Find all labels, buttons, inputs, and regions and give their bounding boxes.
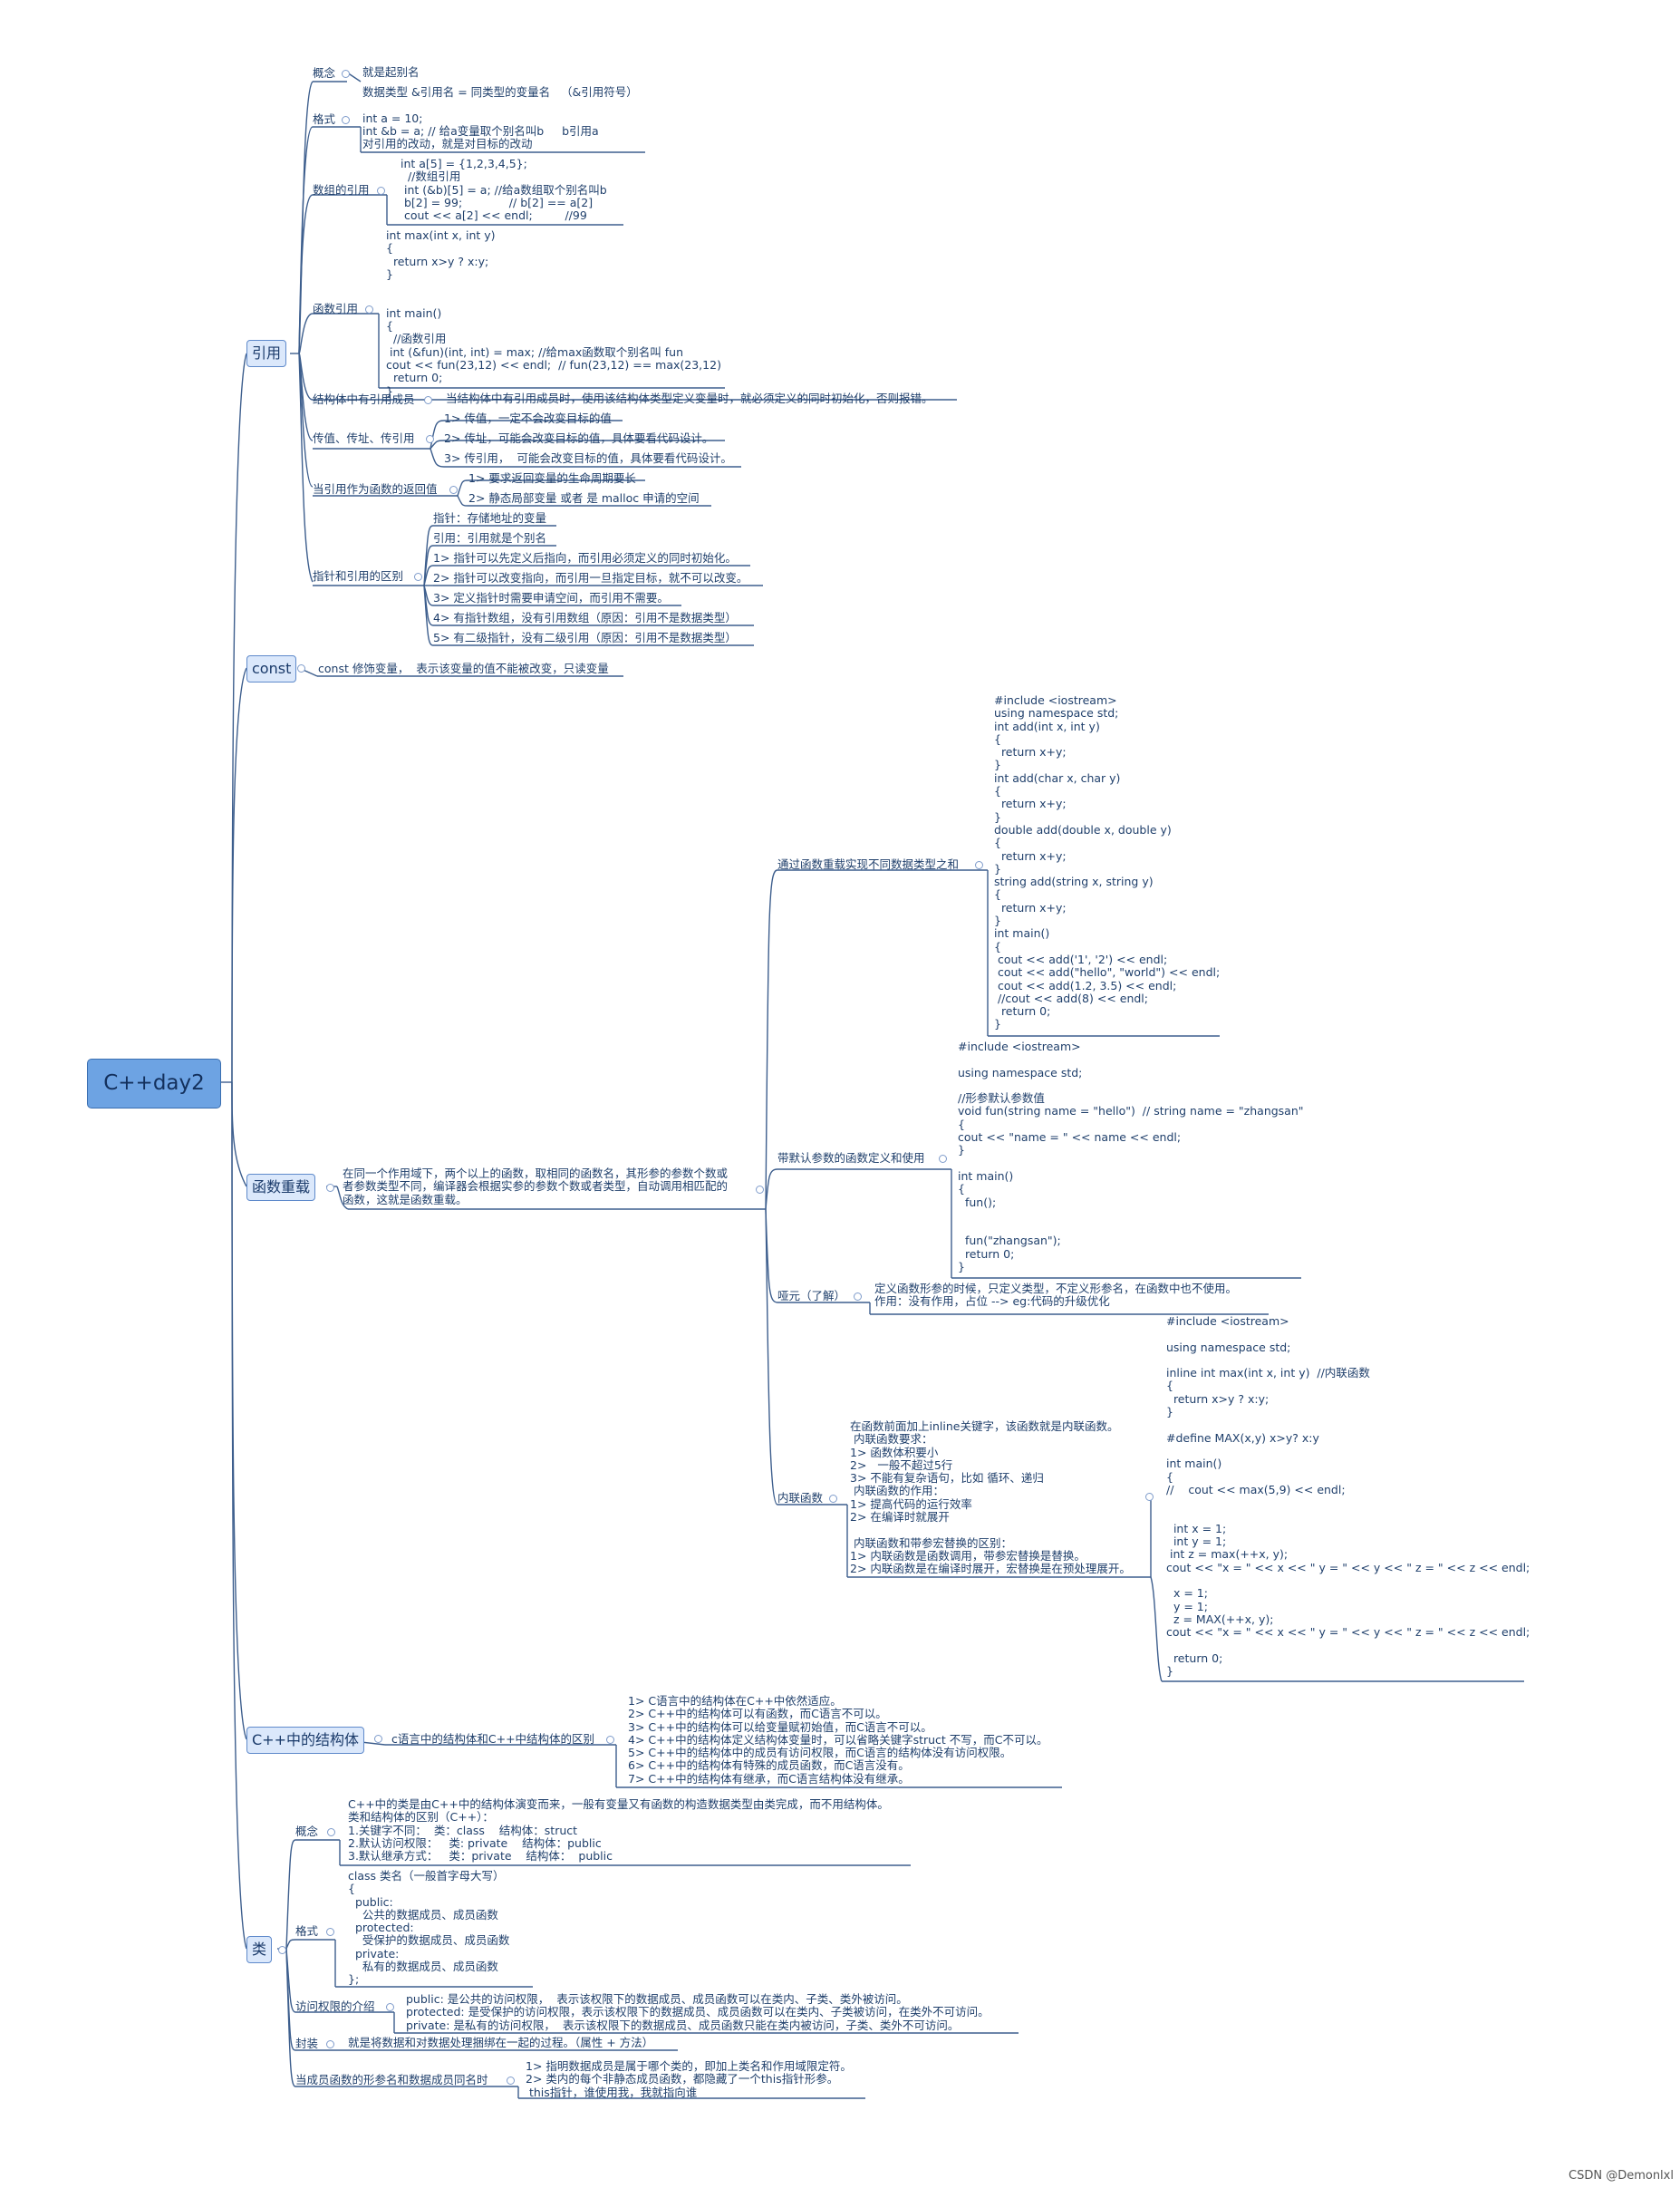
ref-diff-item: 2> 指针可以改变指向，而引用一旦指定目标，就不可以改变。 — [433, 571, 748, 585]
const-text: const 修饰变量， 表示该变量的值不能被改变，只读变量 — [318, 662, 609, 675]
class-access-text: public: 是公共的访问权限， 表示该权限下的数据成员、成员函数可以在类内、… — [406, 1992, 990, 2032]
collapse-icon[interactable] — [1145, 1493, 1154, 1501]
ref-pass-label[interactable]: 传值、传址、传引用 — [313, 431, 415, 445]
topic-reference[interactable]: 引用 — [246, 340, 287, 367]
watermark: CSDN @Demonlxl — [1569, 2169, 1674, 2183]
ref-function-label[interactable]: 函数引用 — [313, 302, 359, 315]
dummy-arg-text: 定义函数形参的时候，只定义类型，不定义形参名，在函数中也不使用。 作用：没有作用… — [874, 1282, 1238, 1309]
ref-concept-label[interactable]: 概念 — [313, 66, 336, 80]
ref-pass-item: 1> 传值，一定不会改变目标的值 — [444, 411, 612, 425]
collapse-icon[interactable] — [386, 2003, 394, 2011]
inline-text: 在函数前面加上inline关键字，该函数就是内联函数。 内联函数要求： 1> 函… — [850, 1419, 1131, 1576]
collapse-icon[interactable] — [326, 1928, 334, 1936]
class-same-name-text: 1> 指明数据成员是属于哪个类的，即加上类名和作用域限定符。 2> 类内的每个非… — [526, 2059, 852, 2099]
collapse-icon[interactable] — [327, 1828, 335, 1836]
collapse-icon[interactable] — [756, 1186, 764, 1194]
collapse-icon[interactable] — [426, 435, 434, 443]
ref-pass-item: 2> 传址，可能会改变目标的值，具体要看代码设计。 — [444, 431, 714, 445]
overload-sum-code: #include <iostream> using namespace std;… — [994, 693, 1221, 1031]
default-arg-code: #include <iostream> using namespace std;… — [958, 1040, 1304, 1274]
ref-diff-item: 5> 有二级指针，没有二级引用（原因：引用不是数据类型） — [433, 631, 737, 644]
ref-diff-item: 1> 指针可以先定义后指向，而引用必须定义的同时初始化。 — [433, 551, 737, 565]
class-format-label[interactable]: 格式 — [295, 1924, 319, 1938]
collapse-icon[interactable] — [606, 1736, 614, 1744]
collapse-icon[interactable] — [854, 1292, 862, 1301]
ref-array-text: int a[5] = {1,2,3,4,5}; //数组引用 int (&b)[… — [401, 157, 607, 223]
collapse-icon[interactable] — [939, 1155, 947, 1163]
inline-label[interactable]: 内联函数 — [777, 1491, 824, 1505]
collapse-icon[interactable] — [374, 1735, 382, 1743]
ref-function-text: int max(int x, int y) { return x>y ? x:y… — [386, 228, 721, 398]
dummy-arg-label[interactable]: 哑元（了解） — [777, 1289, 846, 1302]
overload-definition: 在同一个作用域下，两个以上的函数，取相同的函数名，其形参的参数个数或 者参数类型… — [343, 1167, 729, 1206]
root-topic[interactable]: C++day2 — [87, 1059, 221, 1109]
collapse-icon[interactable] — [414, 573, 422, 581]
collapse-icon[interactable] — [326, 1184, 334, 1192]
collapse-icon[interactable] — [342, 116, 350, 124]
collapse-icon[interactable] — [975, 861, 983, 869]
topic-const[interactable]: const — [246, 655, 297, 683]
ref-return-label[interactable]: 当引用作为函数的返回值 — [313, 482, 438, 496]
topic-class[interactable]: 类 — [246, 1936, 273, 1963]
struct-diff-label[interactable]: c语言中的结构体和C++中结构体的区别 — [391, 1732, 595, 1746]
topic-function-overload[interactable]: 函数重载 — [246, 1174, 316, 1201]
ref-diff-item: 引用：引用就是个别名 — [433, 531, 547, 545]
struct-diff-items: 1> C语言中的结构体在C++中依然适应。 2> C++中的结构体可以有函数，而… — [628, 1694, 1048, 1786]
ref-format-label[interactable]: 格式 — [313, 112, 336, 126]
ref-diff-item: 4> 有指针数组，没有引用数组（原因：引用不是数据类型） — [433, 611, 737, 624]
ref-struct-label[interactable]: 结构体中有引用成员 — [313, 392, 415, 406]
class-concept-label[interactable]: 概念 — [295, 1825, 319, 1838]
class-encap-label[interactable]: 封装 — [295, 2037, 319, 2050]
overload-sum-label[interactable]: 通过函数重载实现不同数据类型之和 — [777, 857, 960, 871]
collapse-icon[interactable] — [829, 1495, 837, 1503]
collapse-icon[interactable] — [365, 305, 373, 314]
ref-pass-item: 3> 传引用， 可能会改变目标的值，具体要看代码设计。 — [444, 451, 732, 465]
class-encap-text: 就是将数据和对数据处理捆绑在一起的过程。（属性 + 方法） — [348, 2036, 654, 2049]
collapse-icon[interactable] — [449, 486, 458, 494]
default-arg-label[interactable]: 带默认参数的函数定义和使用 — [777, 1151, 925, 1165]
collapse-icon[interactable] — [342, 70, 350, 78]
collapse-icon[interactable] — [326, 2040, 334, 2048]
ref-concept-text: 就是起别名 — [362, 65, 420, 79]
topic-cpp-struct[interactable]: C++中的结构体 — [246, 1727, 364, 1754]
ref-return-item: 1> 要求返回变量的生命周期要长 — [468, 471, 636, 485]
ref-diff-label[interactable]: 指针和引用的区别 — [313, 569, 404, 583]
class-concept-text: C++中的类是由C++中的结构体演变而来，一般有变量又有函数的构造数据类型由类完… — [348, 1797, 889, 1864]
collapse-icon[interactable] — [424, 396, 432, 404]
collapse-icon[interactable] — [278, 1946, 286, 1954]
ref-diff-item: 指针：存储地址的变量 — [433, 511, 547, 525]
ref-struct-text: 当结构体中有引用成员时，使用该结构体类型定义变量时，就必须定义的同时初始化，否则… — [446, 392, 933, 405]
collapse-icon[interactable] — [297, 664, 305, 673]
ref-format-text: 数据类型 &引用名 = 同类型的变量名 （&引用符号） int a = 10; … — [362, 85, 638, 151]
ref-diff-item: 3> 定义指针时需要申请空间，而引用不需要。 — [433, 591, 669, 605]
inline-code: #include <iostream> using namespace std;… — [1166, 1314, 1530, 1679]
class-access-label[interactable]: 访问权限的介绍 — [295, 1999, 375, 2013]
collapse-icon[interactable] — [377, 187, 385, 195]
ref-return-item: 2> 静态局部变量 或者 是 malloc 申请的空间 — [468, 491, 700, 505]
class-format-text: class 类名（一般首字母大写） { public: 公共的数据成员、成员函数… — [348, 1869, 510, 1987]
class-same-name-label[interactable]: 当成员函数的形参名和数据成员同名时 — [295, 2073, 488, 2086]
ref-array-label[interactable]: 数组的引用 — [313, 183, 370, 197]
collapse-icon[interactable] — [507, 2077, 515, 2085]
